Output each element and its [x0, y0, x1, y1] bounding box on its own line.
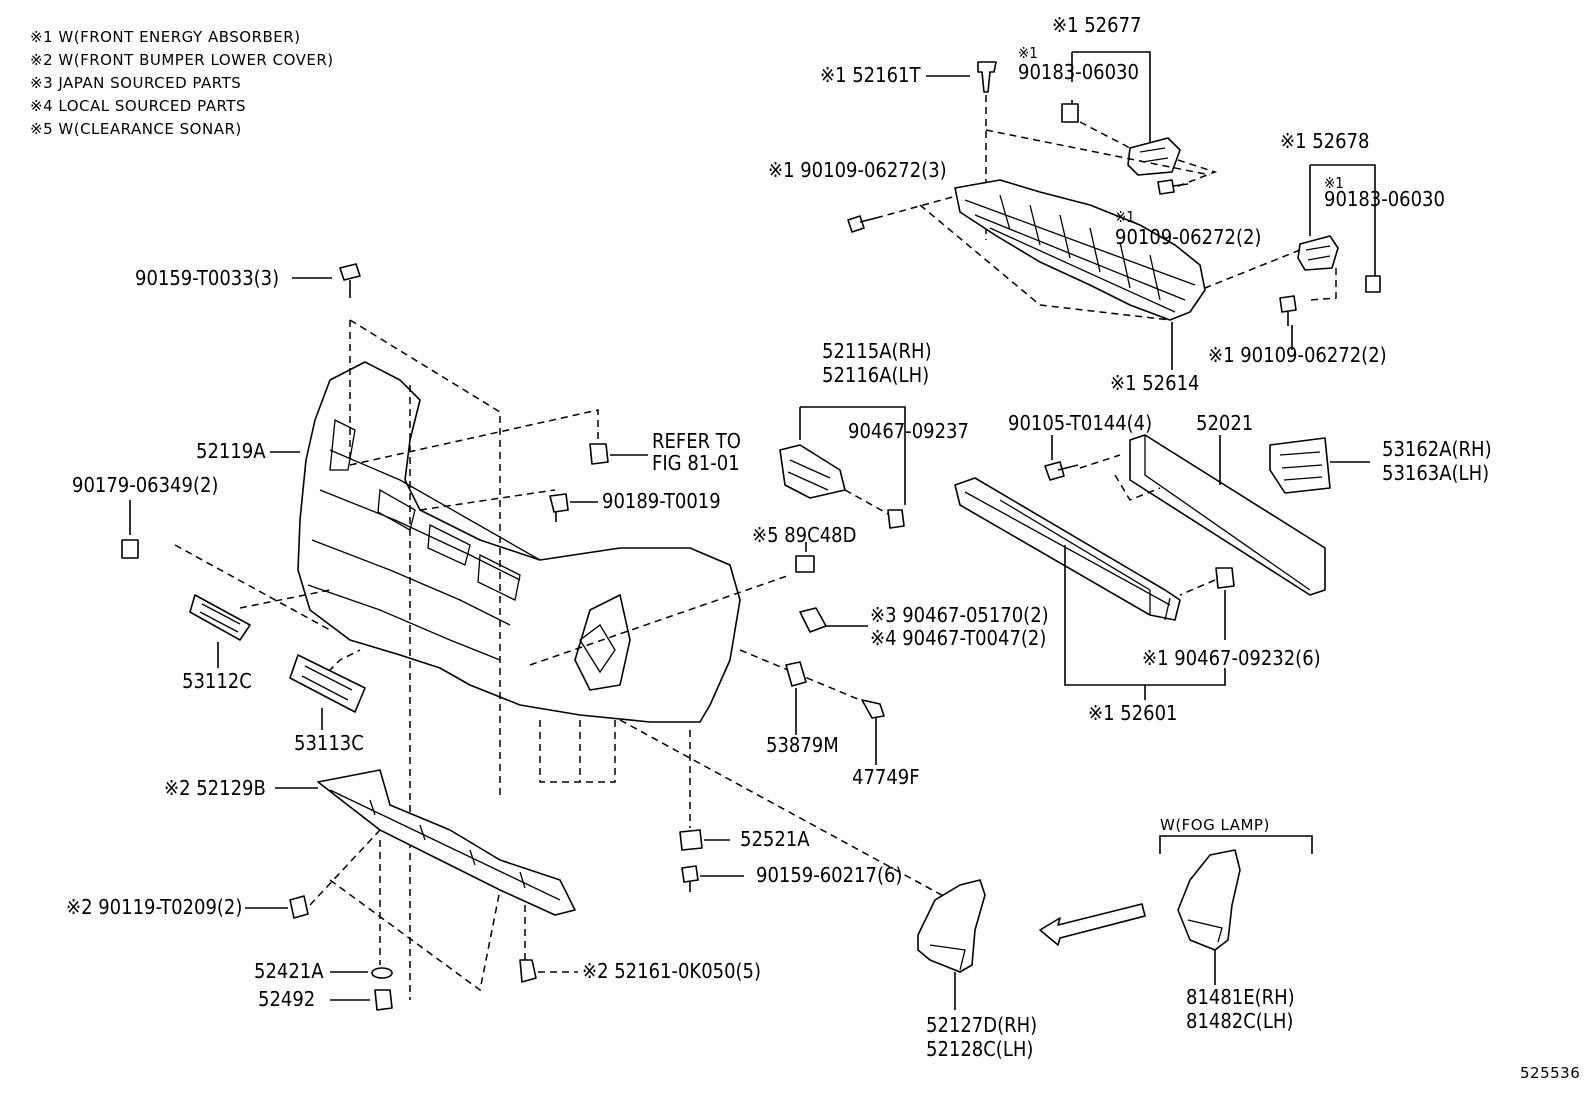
label-53113C: 53113C: [294, 731, 364, 755]
label-53879M: 53879M: [766, 733, 839, 757]
bracket-52115A-icon: [779, 444, 846, 499]
bolt-90467-09237-icon: [887, 509, 905, 529]
lower-cover-group: [245, 769, 578, 1011]
lower-cover-52129B-icon: [317, 769, 576, 916]
label-52614: ※1 52614: [1110, 371, 1199, 395]
bezels-group: [189, 594, 366, 730]
label-52421A: 52421A: [254, 959, 324, 983]
clip-90183-icon: [1061, 103, 1079, 123]
legend-item-1: ※1 W(FRONT ENERGY ABSORBER): [30, 28, 301, 46]
label-90183a: 90183-06030: [1018, 60, 1139, 84]
label-81481E: 81481E(RH): [1186, 985, 1295, 1009]
label-53163A: 53163A(LH): [1382, 461, 1489, 485]
sonar-89C48D-icon: [795, 555, 815, 573]
label-52115A: 52115A(RH): [822, 339, 932, 363]
label-refer-2: FIG 81-01: [652, 451, 740, 475]
label-90105: 90105-T0144(4): [1008, 411, 1152, 435]
clip-refer-icon: [589, 443, 609, 465]
bracket-52678-icon: [1297, 235, 1339, 271]
label-89C48D: ※5 89C48D: [752, 523, 856, 547]
label-52021: 52021: [1196, 411, 1253, 435]
label-52678: ※1 52678: [1280, 129, 1369, 153]
label-90183b: 90183-06030: [1324, 187, 1445, 211]
fasteners-left: [121, 263, 648, 559]
bolt-90159-T0033-icon: [339, 263, 361, 298]
label-53112C: 53112C: [182, 669, 252, 693]
bolt-90109-left-icon: [847, 215, 877, 233]
label-90189: 90189-T0019: [602, 489, 721, 513]
legend-item-2: ※2 W(FRONT BUMPER LOWER COVER): [30, 51, 334, 69]
label-90159-60217: 90159-60217(6): [756, 863, 902, 887]
clip-90467-09232-icon: [1215, 567, 1235, 589]
clip-52161-0K050-icon: [519, 959, 537, 983]
label-90179: 90179-06349(2): [72, 473, 218, 497]
label-90183b-mark: ※1: [1324, 174, 1344, 192]
label-52129B: ※2 52129B: [164, 776, 266, 800]
reinforcement-group: [954, 434, 1370, 700]
label-90467-T0047: ※4 90467-T0047(2): [870, 626, 1046, 650]
label-90109c: ※1 90109-06272(2): [1208, 343, 1387, 367]
label-90467-05170: ※3 90467-05170(2): [870, 603, 1049, 627]
label-fog-lamp: W(FOG LAMP): [1160, 816, 1270, 834]
label-52677: ※1 52677: [1052, 13, 1141, 37]
clip-52492-icon: [374, 989, 393, 1011]
label-52492: 52492: [258, 987, 315, 1011]
clip-52161T-icon: [977, 61, 997, 93]
cover-81481E-icon: [1177, 849, 1241, 951]
label-90109b: 90109-06272(2): [1115, 225, 1261, 249]
label-90109a: ※1 90109-06272(3): [768, 158, 947, 182]
bolt-90159-60217-icon: [681, 865, 699, 892]
label-90159-T0033: 90159-T0033(3): [135, 266, 279, 290]
clip-90467-05170-icon: [799, 607, 827, 633]
clip-90179-icon: [121, 539, 139, 559]
center-fasteners: [679, 542, 885, 892]
side-bracket-group: [779, 406, 906, 529]
label-52116A: 52116A(LH): [822, 363, 929, 387]
label-53162A: 53162A(RH): [1382, 437, 1492, 461]
part-labels: ※1 52677 ※1 90183-06030 ※1 52161T ※1 901…: [66, 13, 1580, 1082]
fog-lamp-covers-group: [917, 835, 1313, 1010]
legend-item-4: ※4 LOCAL SOURCED PARTS: [30, 97, 246, 115]
bumper-cover-group: [174, 319, 961, 1000]
bracket-52677-icon: [1127, 137, 1181, 176]
bumper-cover-52119A-icon: [297, 361, 741, 723]
label-90467-09237: 90467-09237: [848, 419, 969, 443]
legend: ※1 W(FRONT ENERGY ABSORBER) ※2 W(FRONT B…: [30, 28, 334, 138]
arrow-icon: [1039, 903, 1146, 946]
clip-52521A-icon: [679, 829, 703, 851]
label-52521A: 52521A: [740, 827, 810, 851]
label-81482C: 81482C(LH): [1186, 1009, 1293, 1033]
bolt-90109-icon: [1157, 179, 1189, 195]
label-52119A: 52119A: [196, 439, 266, 463]
clip-53879M-icon: [785, 661, 807, 687]
label-52161-0K050: ※2 52161-0K050(5): [582, 959, 761, 983]
bezel-53112C-icon: [189, 594, 251, 641]
bolt-90105-icon: [1044, 461, 1079, 481]
legend-item-3: ※3 JAPAN SOURCED PARTS: [30, 74, 241, 92]
label-52127D: 52127D(RH): [926, 1013, 1037, 1037]
fog-lamp-opening-icon: [574, 594, 631, 691]
energy-absorber-52614-icon: [954, 179, 1206, 321]
label-90119: ※2 90119-T0209(2): [66, 895, 242, 919]
label-52601: ※1 52601: [1088, 701, 1177, 725]
label-47749F: 47749F: [852, 765, 920, 789]
screw-47749F-icon: [861, 699, 885, 719]
bolt-90119-icon: [289, 895, 309, 919]
clip-90189-icon: [549, 493, 569, 522]
label-90183a-mark: ※1: [1018, 44, 1038, 62]
cover-52127D-icon: [917, 879, 986, 973]
diagram-id: 525536: [1520, 1064, 1580, 1082]
label-52161T: ※1 52161T: [820, 63, 921, 87]
label-52128C: 52128C(LH): [926, 1037, 1033, 1061]
clip-90183-right-icon: [1365, 275, 1381, 293]
label-90467-09232: ※1 90467-09232(6): [1142, 646, 1321, 670]
label-refer-1: REFER TO: [652, 429, 741, 453]
bezel-53113C-icon: [289, 654, 366, 713]
legend-item-5: ※5 W(CLEARANCE SONAR): [30, 120, 242, 138]
washer-52421A-icon: [371, 967, 393, 979]
label-90109b-mark: ※1: [1115, 208, 1135, 226]
bolt-90109-right-icon: [1279, 295, 1297, 326]
energy-absorber-group: [847, 51, 1381, 370]
